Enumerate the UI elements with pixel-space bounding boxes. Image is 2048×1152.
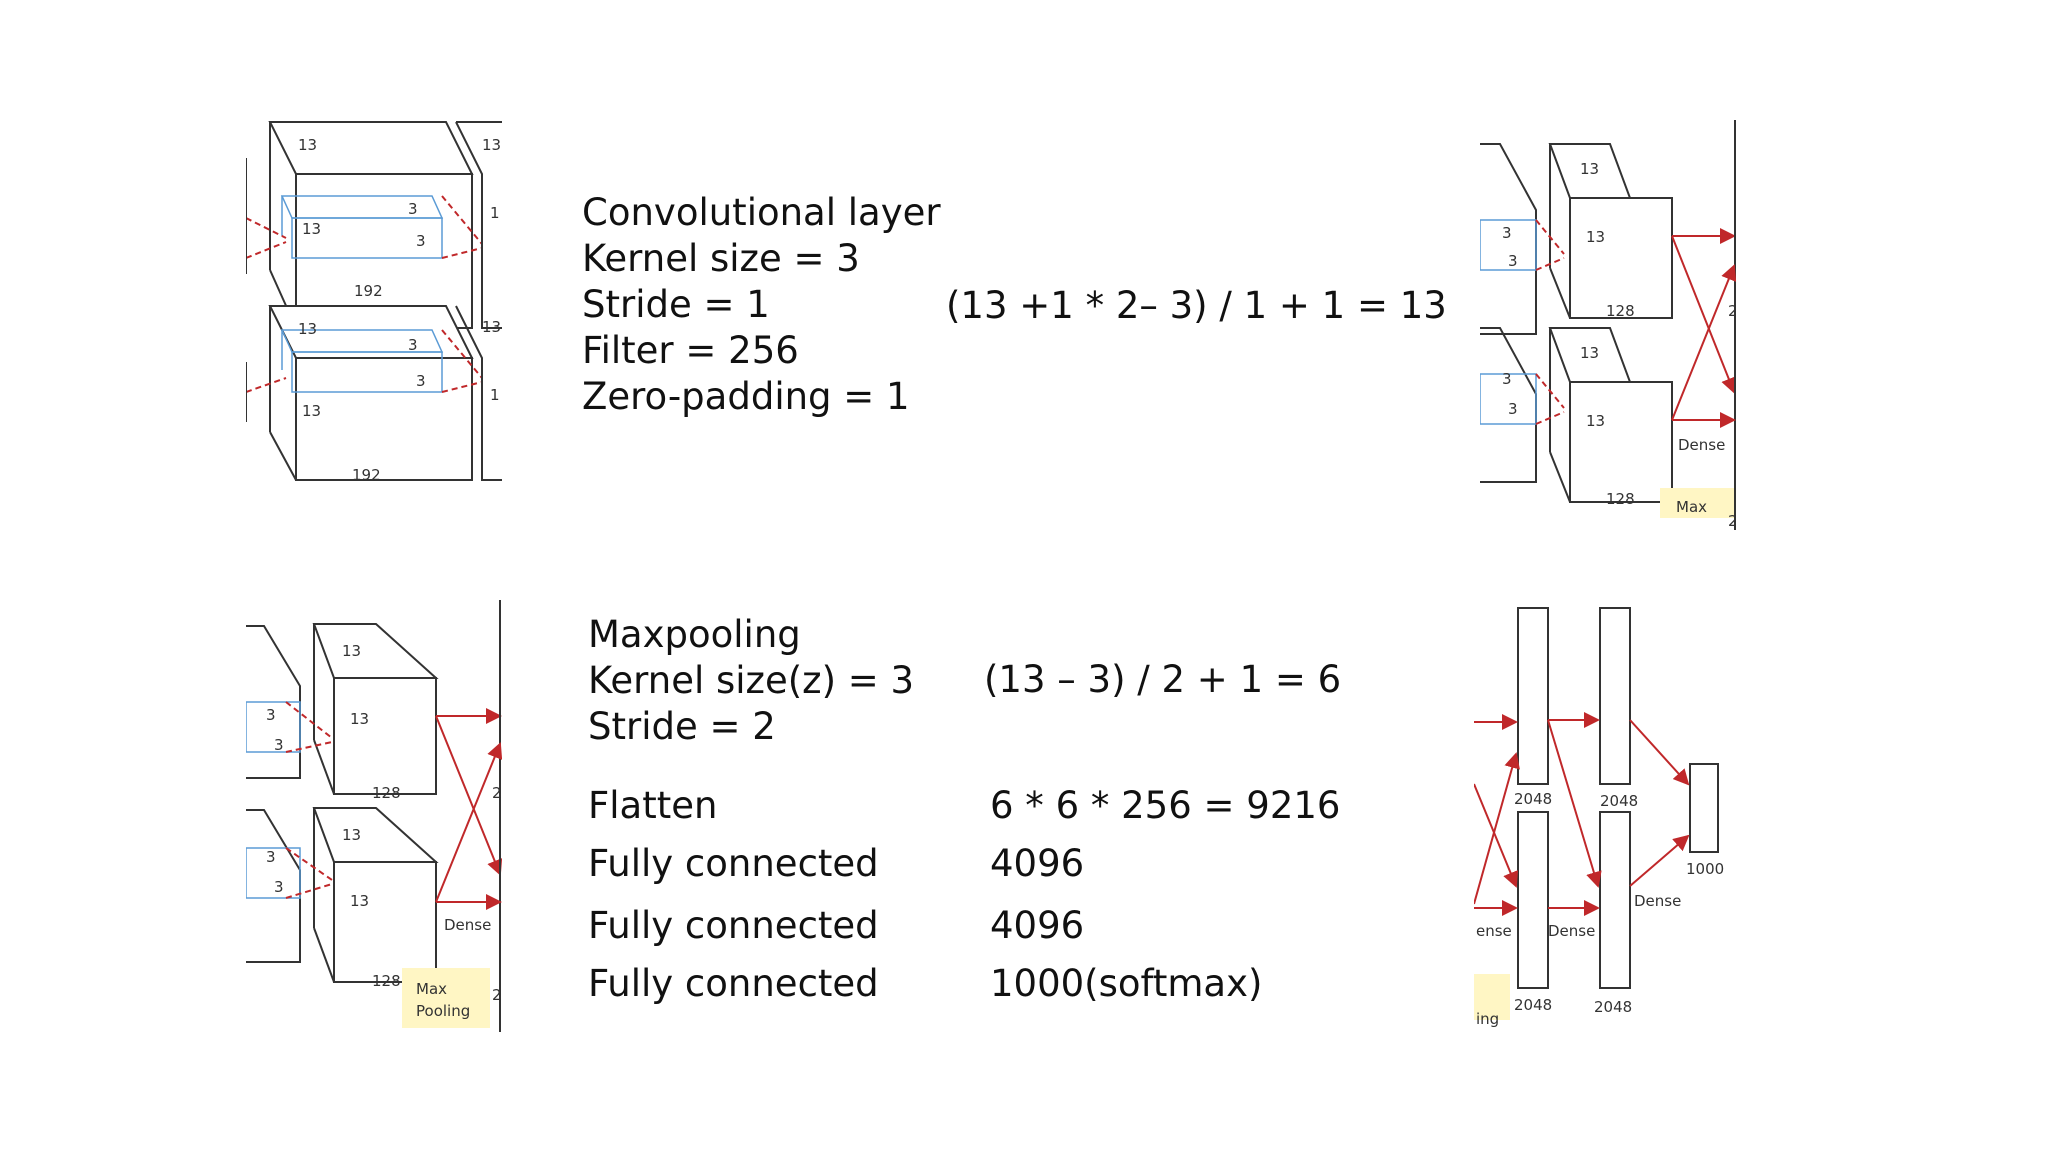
right-kernel-bottom-b: 3 (1508, 400, 1518, 418)
pool-top-width-label: 128 (372, 784, 401, 802)
pool-bottom-width-label: 128 (372, 972, 401, 990)
fc-layer-a-bottom (1517, 811, 1549, 989)
fc1-value: 4096 (990, 842, 1085, 885)
pool-bottom-height-label: 13 (350, 892, 369, 910)
fc1-label: Fully connected (588, 842, 879, 885)
conv-stride: Stride = 1 (582, 283, 770, 326)
cube-top-depth-label: 13 (298, 136, 317, 154)
pool-kernel-bottom-a: 3 (266, 848, 276, 866)
pool-cube-top: 13 13 3 3 128 2 (246, 600, 502, 1032)
cube-bottom-width-label: 192 (352, 466, 381, 484)
cube-bottom-height-label: 13 (302, 402, 321, 420)
kernel-top-b-label: 3 (416, 232, 426, 250)
pool-bottom-depth-label: 13 (342, 826, 361, 844)
pool-top-edge-label: 2 (492, 784, 502, 802)
right-kernel-top-a: 3 (1502, 224, 1512, 242)
conv-output-formula: (13 +1 * 2– 3) / 1 + 1 = 13 (946, 284, 1447, 327)
next-top-label: 13 (482, 136, 501, 154)
pool-max-label: Max (416, 980, 447, 998)
fc-dense-right-label: Dense (1634, 892, 1681, 910)
cube-bottom: 13 13 3 3 192 13 1 (246, 305, 502, 484)
right-top-depth-label: 13 (1580, 160, 1599, 178)
kernel-bottom-a-label: 3 (408, 336, 418, 354)
fc-dense-mid-label: Dense (1548, 922, 1595, 940)
right-top-width-label: 128 (1606, 302, 1635, 320)
pool-pooling-label: Pooling (416, 1002, 470, 1020)
maxpool-kernel-size: Kernel size(z) = 3 (588, 659, 915, 702)
fc-a-top-label: 2048 (1514, 790, 1552, 808)
cube-top-height-label: 13 (302, 220, 321, 238)
fc-output-layer (1689, 763, 1719, 853)
conv-filter: Filter = 256 (582, 329, 799, 372)
right-kernel-bottom-a: 3 (1502, 370, 1512, 388)
cube-right-top: 13 13 3 3 128 2 (1480, 120, 1736, 530)
right-kernel-top-b: 3 (1508, 252, 1518, 270)
next-bottom-label-2: 1 (490, 386, 500, 404)
conv-zero-padding: Zero-padding = 1 (582, 375, 910, 418)
pool-cube-bottom: 13 13 3 3 128 Dense Max Pooling 2 (246, 742, 502, 1028)
fc-b-top-label: 2048 (1600, 792, 1638, 810)
fc-dense-left-label: ense (1476, 922, 1512, 940)
right-top-height-label: 13 (1586, 228, 1605, 246)
kernel-bottom-b-label: 3 (416, 372, 426, 390)
maxpool-output-formula: (13 – 3) / 2 + 1 = 6 (984, 658, 1342, 701)
maxpool-title: Maxpooling (588, 613, 801, 656)
right-bottom-height-label: 13 (1586, 412, 1605, 430)
kernel-top-a-label: 3 (408, 200, 418, 218)
cube-top-width-label: 192 (354, 282, 383, 300)
fc2-label: Fully connected (588, 904, 879, 947)
pool-kernel-top-b: 3 (274, 736, 284, 754)
pool-kernel-bottom-b: 3 (274, 878, 284, 896)
fc2-value: 4096 (990, 904, 1085, 947)
cube-top: 13 13 3 3 192 13 1 (246, 121, 502, 329)
cube-right-bottom: 13 13 3 3 128 Dense Max 2 (1480, 264, 1736, 530)
flatten-value: 6 * 6 * 256 = 9216 (990, 784, 1341, 827)
maxpool-stride: Stride = 2 (588, 705, 776, 748)
maxpool-params: Maxpooling Kernel size(z) = 3 Stride = 2 (588, 612, 914, 750)
right-dense-label: Dense (1678, 436, 1725, 454)
next-bottom-label: 13 (482, 318, 501, 336)
conv-layer-diagram-right: 13 13 3 3 128 2 13 13 3 3 128 Dense Max (1480, 120, 1736, 530)
right-bottom-depth-label: 13 (1580, 344, 1599, 362)
fc-layer-b-top (1599, 607, 1631, 785)
right-max-label: Max (1676, 498, 1707, 516)
fc-a-bottom-label: 2048 (1514, 996, 1552, 1014)
conv-layer-diagram-left: 13 13 3 3 192 13 1 13 13 3 3 192 (246, 118, 502, 484)
right-bottom-width-label: 128 (1606, 490, 1635, 508)
fully-connected-diagram-right: 2048 2048 1000 2048 2048 ense Dense Dens… (1474, 604, 1730, 1040)
fc3-label: Fully connected (588, 962, 879, 1005)
next-top-label-2: 1 (490, 204, 500, 222)
right-top-edge-label: 2 (1728, 302, 1736, 320)
conv-layer-params: Convolutional layer Kernel size = 3 Stri… (582, 190, 941, 420)
flatten-label: Flatten (588, 784, 718, 827)
maxpool-diagram-left: 13 13 3 3 128 2 13 13 3 3 128 Dense Max (246, 600, 502, 1032)
pool-kernel-top-a: 3 (266, 706, 276, 724)
conv-kernel-size: Kernel size = 3 (582, 237, 860, 280)
pool-top-depth-label: 13 (342, 642, 361, 660)
fc-b-bottom-label: 2048 (1594, 998, 1632, 1016)
fc-out-label: 1000 (1686, 860, 1724, 878)
fc-layer-a-top (1517, 607, 1549, 785)
fc3-value: 1000(softmax) (990, 962, 1263, 1005)
fc-layer-b-bottom (1599, 811, 1631, 989)
pool-bottom-edge-label: 2 (492, 986, 502, 1004)
pool-dense-label: Dense (444, 916, 491, 934)
cube-bottom-depth-label: 13 (298, 320, 317, 338)
fc-ing-label: ing (1476, 1010, 1499, 1028)
conv-layer-title: Convolutional layer (582, 191, 941, 234)
right-bottom-edge-label: 2 (1728, 512, 1736, 530)
pool-top-height-label: 13 (350, 710, 369, 728)
